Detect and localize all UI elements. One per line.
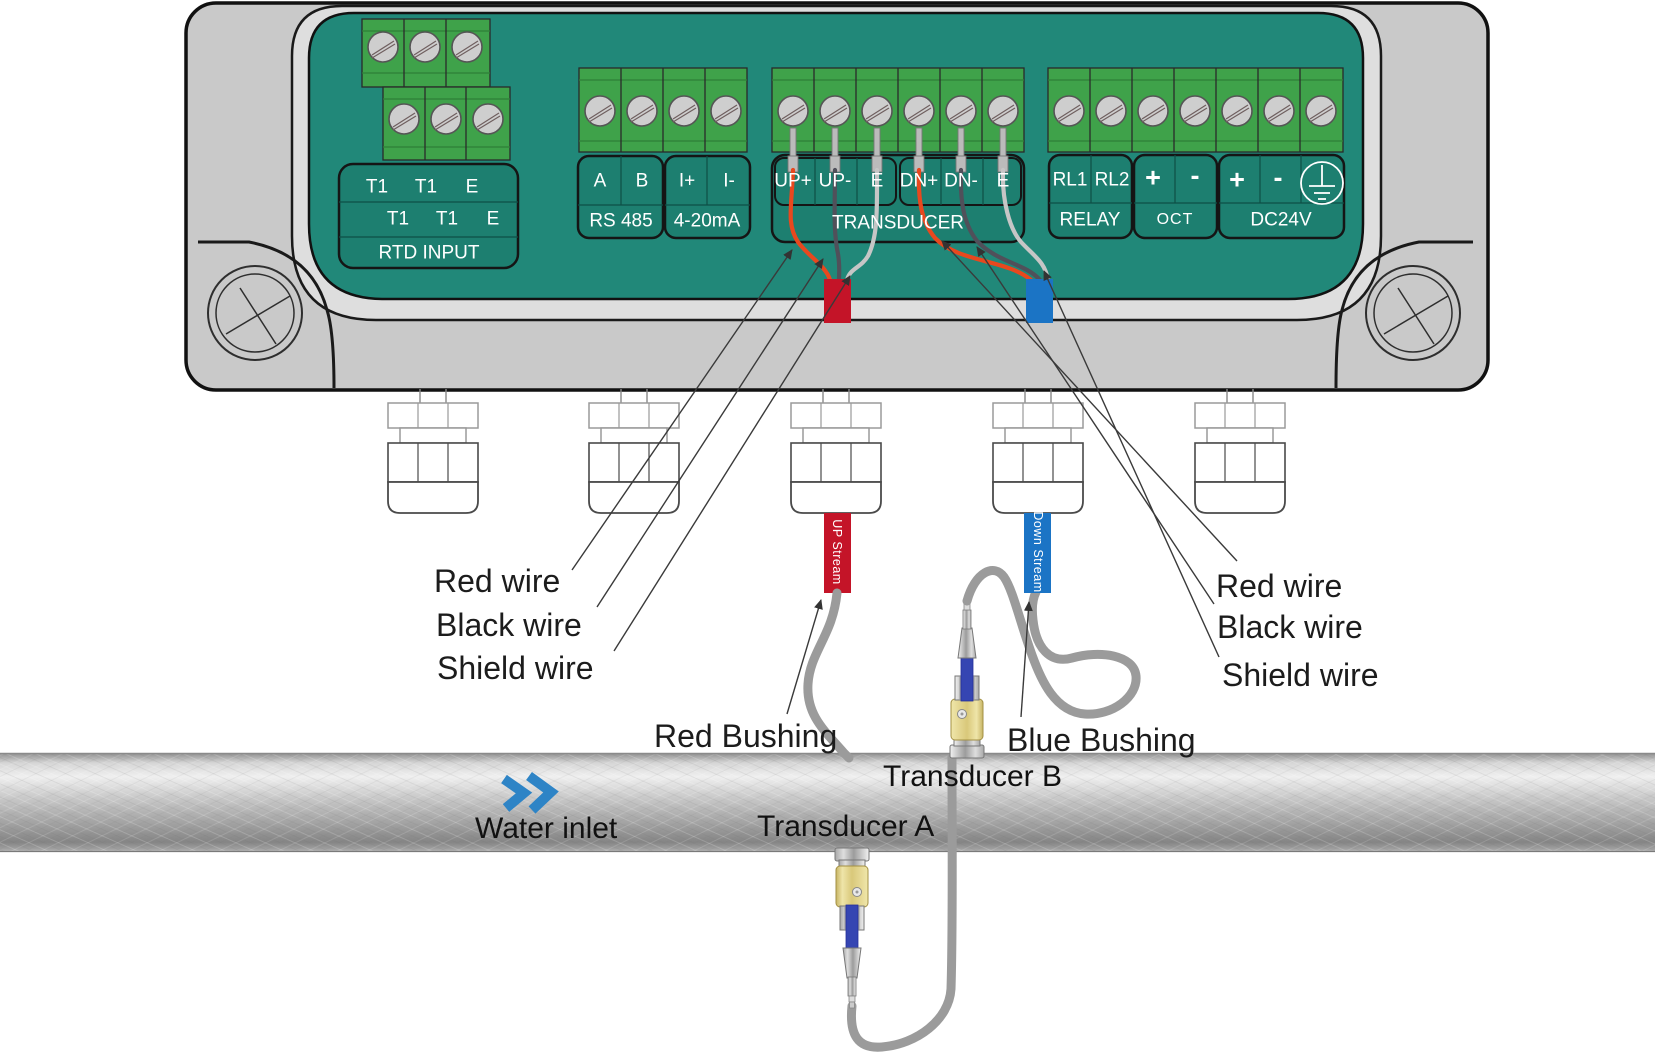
transducer-b-cable [962,566,1141,719]
rtd-input-box [337,162,520,270]
red-bushing-block [824,279,851,323]
rtd-input-title: RTD INPUT [378,242,480,264]
blue-bushing-block [1026,279,1053,323]
dn-black-wire [958,167,1043,283]
rtd-t1-label: T1 [414,176,438,198]
leader-red-wire-right [941,240,1238,562]
dn-e-label: E [996,170,1010,192]
leader-red-bushing [786,599,823,715]
transducer-title: TRANSDUCER [832,212,964,234]
rs485-title: RS 485 [589,210,653,232]
upstream-cable [803,588,854,763]
up-black-wire [832,167,842,283]
up-plus-label: UP+ [774,170,812,192]
rs485-b-label: B [635,170,649,192]
dn-plus-label: DN+ [899,170,939,192]
water-inlet-label: Water inlet [475,812,618,845]
oct-minus-label: - [1190,160,1200,191]
dn-red-wire [916,167,1034,283]
up-minus-label: UP- [818,170,852,192]
cable-glands [387,388,1286,514]
relay-title: RELAY [1059,209,1121,231]
rtd-t1-label: T1 [435,208,459,230]
leader-lines [571,240,1238,718]
i-minus-label: I- [723,170,735,192]
rs485-a-label: A [593,170,607,192]
transducer-b [949,597,985,759]
dc-minus-label: - [1273,162,1283,193]
transducer-b-label: Transducer B [883,760,1062,793]
transducer-a-label: Transducer A [757,810,935,843]
shield-wire-label-left: Shield wire [437,650,594,686]
oct-title: OCT [1156,211,1194,228]
4-20ma-title: 4-20mA [673,210,741,232]
blue-bushing-label: Blue Bushing [1007,722,1196,758]
leader-shield-wire-left [613,275,851,652]
rtd-e-label: E [465,176,479,198]
rtd-e-label: E [486,208,500,230]
i-plus-label: I+ [678,170,696,192]
housing-seams [198,240,1473,389]
flow-direction-icon [501,771,559,814]
upstream-tag-label: UP Stream [830,519,844,585]
red-wire-label-right: Red wire [1216,568,1343,604]
shield-wire-label-right: Shield wire [1222,657,1379,693]
red-bushing-label: Red Bushing [654,718,838,754]
oct-plus-label: + [1145,162,1161,193]
transducer-a [834,847,870,1009]
transducer-a-cable [846,752,957,1052]
up-e-label: E [870,170,884,192]
rl1-label: RL1 [1052,169,1088,191]
rl2-label: RL2 [1094,169,1130,191]
dc24v-title: DC24V [1250,209,1312,231]
ground-icon [1300,161,1344,205]
dc-plus-label: + [1229,164,1245,195]
red-wire-label-left: Red wire [434,563,561,599]
dn-shield-wire [1000,167,1051,283]
enclosure-screw-left [207,265,303,361]
transducer-terminal-block [771,67,1025,153]
flow-meter-enclosure [184,1,1490,392]
pipe [0,752,1655,853]
dc24v-box [1217,153,1346,240]
black-wire-label-right: Black wire [1217,609,1363,645]
leader-black-wire-left [596,258,824,608]
upstream-tag [824,513,851,593]
leader-black-wire-right [976,246,1215,605]
leader-blue-bushing [1020,601,1033,718]
rtd-t1-label: T1 [365,176,389,198]
downstream-tag [1024,513,1051,593]
leader-red-wire-left [571,249,793,571]
up-shield-wire [844,167,880,283]
rtd-t1-label: T1 [386,208,410,230]
downstream-tag-label: Down Stream [1031,511,1045,593]
dn-minus-label: DN- [944,170,978,192]
black-wire-label-left: Black wire [436,607,582,643]
enclosure-screw-right [1365,265,1461,361]
leader-shield-wire-right [1043,270,1220,658]
